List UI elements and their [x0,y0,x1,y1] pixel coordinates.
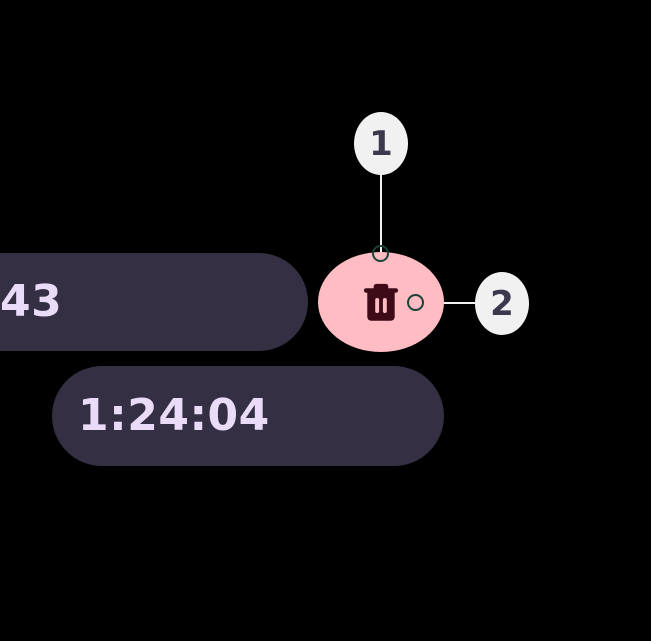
marker-1-badge-label: 1 [369,123,393,164]
count-pill[interactable]: 43 [0,253,308,351]
timer-pill[interactable]: 1:24:04 [52,366,444,466]
marker-1-badge[interactable]: 1 [354,112,408,175]
delete-action-bubble[interactable] [318,252,444,352]
count-pill-label: 43 [0,276,63,327]
marker-1-anchor-ring [372,245,389,262]
marker-2-badge[interactable]: 2 [475,272,529,335]
marker-1-connector-line [380,168,382,254]
trash-icon [363,283,399,321]
marker-2-badge-label: 2 [490,283,514,324]
marker-2-anchor-ring [407,294,424,311]
marker-2-connector-line [416,302,482,304]
timer-pill-label: 1:24:04 [78,390,270,441]
